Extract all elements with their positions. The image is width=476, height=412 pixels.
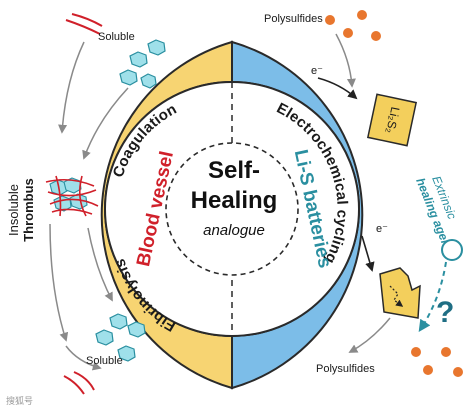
li2s2-block xyxy=(366,93,418,147)
center-dashed-circle xyxy=(165,142,299,276)
crack-arrow xyxy=(389,285,404,307)
arrow-top-left xyxy=(58,41,85,134)
polysulfides-top-label: Polysulfides xyxy=(264,13,323,25)
arrow-bottom-soluble xyxy=(65,345,102,371)
polysulfides-bottom-label: Polysulfides xyxy=(316,363,375,375)
polysulfide-dots-bottom xyxy=(411,347,463,377)
arrow-polysulfide-in xyxy=(335,33,356,88)
arrow-platelet-to-clot xyxy=(82,87,129,160)
arrow-electron-bottom xyxy=(361,235,375,272)
thrombus-clot xyxy=(45,175,99,217)
electron-bottom-label: e⁻ xyxy=(376,223,388,235)
center-title-line2: Healing xyxy=(191,187,278,214)
center-subtitle: analogue xyxy=(203,222,265,239)
insoluble-label: Insoluble xyxy=(6,184,21,236)
soluble-fibrin-bottom xyxy=(63,371,95,395)
arrow-polysulfide-out xyxy=(348,317,391,353)
thrombus-label: Thrombus xyxy=(21,178,36,242)
li2s2-label: Li₂S₂ xyxy=(383,106,402,135)
arrow-clot-down xyxy=(49,223,69,342)
center-title-line1: Self- xyxy=(208,157,260,184)
soluble-top-label: Soluble xyxy=(98,31,135,43)
healing-agent-circle xyxy=(441,239,463,261)
watermark: 搜狐号 xyxy=(6,395,33,406)
platelets-top xyxy=(119,39,166,89)
polysulfide-dots-top xyxy=(325,10,381,41)
electron-top-label: e⁻ xyxy=(311,65,323,77)
soluble-fibrin-top xyxy=(65,13,103,35)
arrow-clot-to-platelets xyxy=(87,227,113,302)
healing-agent-arrow xyxy=(418,261,447,332)
soluble-bottom-label: Soluble xyxy=(86,355,123,367)
platelets-bottom xyxy=(95,313,146,362)
question-mark: ? xyxy=(436,296,454,329)
broken-block xyxy=(379,267,421,319)
arrow-electron-top xyxy=(317,77,358,100)
